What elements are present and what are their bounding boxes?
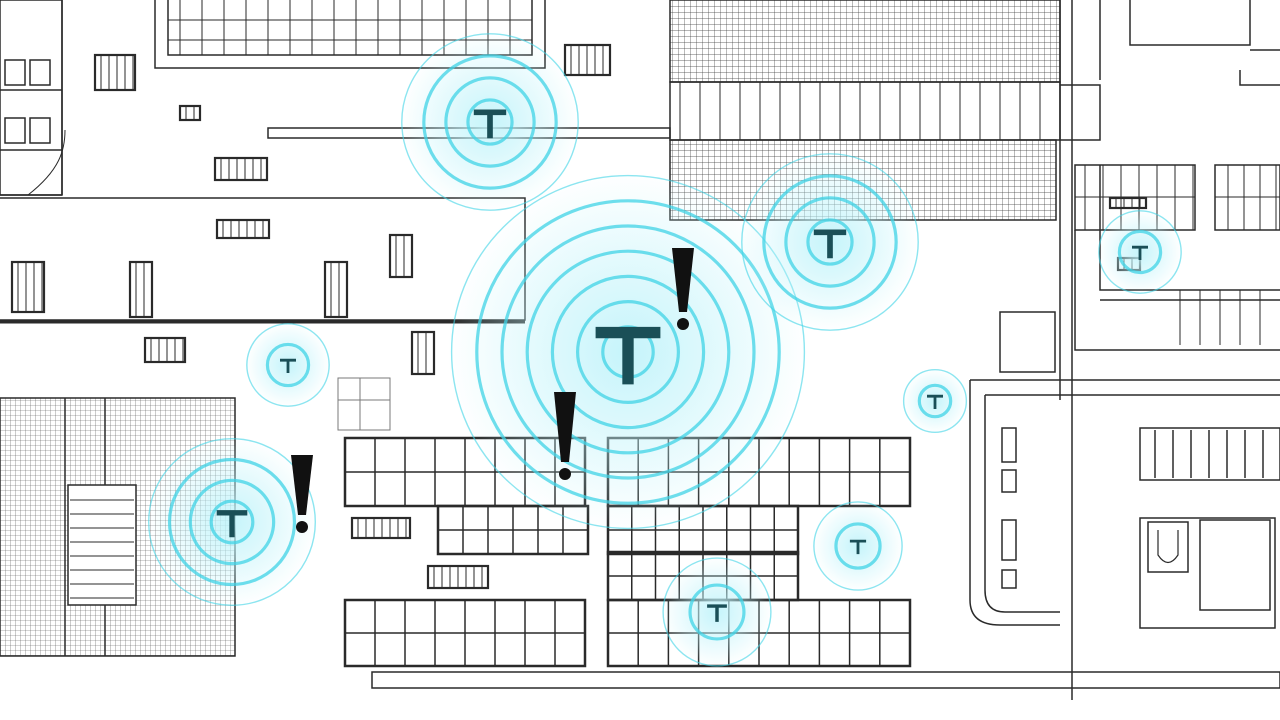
equipment-icon <box>128 260 154 319</box>
equipment-icon <box>1108 196 1148 210</box>
exclamation-icon <box>291 455 313 533</box>
corridor-west <box>0 197 526 321</box>
equipment-icon <box>426 564 490 590</box>
wifi-signal-icon <box>448 172 808 532</box>
wifi-signal-icon <box>400 32 580 212</box>
wifi-signal-icon <box>1098 210 1182 294</box>
equipment-icon <box>213 156 269 182</box>
wifi-signal-icon <box>147 437 317 607</box>
equipment-icon <box>410 330 436 376</box>
equipment-icon <box>215 218 271 240</box>
wifi-signal-icon <box>662 557 772 667</box>
wifi-signal-icon <box>740 152 920 332</box>
equipment-icon <box>563 43 612 77</box>
equipment-icon <box>10 260 46 314</box>
equipment-icon <box>178 104 202 122</box>
building-south-west <box>0 397 236 657</box>
wifi-signal-icon <box>813 501 903 591</box>
building-north-west <box>0 0 66 196</box>
alert-overlay <box>291 248 694 533</box>
equipment-icon <box>323 260 349 319</box>
beam-south <box>371 671 1280 689</box>
exclamation-icon <box>672 248 694 330</box>
equipment-icon <box>143 336 187 364</box>
exclamation-icon <box>554 392 576 480</box>
equipment-icon <box>93 53 137 92</box>
equipment-icon <box>350 516 412 540</box>
wifi-signal-icon <box>902 368 968 434</box>
panel-array <box>343 598 587 668</box>
signal-overlay <box>147 32 1182 667</box>
wifi-signal-icon <box>246 323 330 407</box>
room-north-grid <box>154 0 546 69</box>
equipment-icon <box>388 233 414 279</box>
